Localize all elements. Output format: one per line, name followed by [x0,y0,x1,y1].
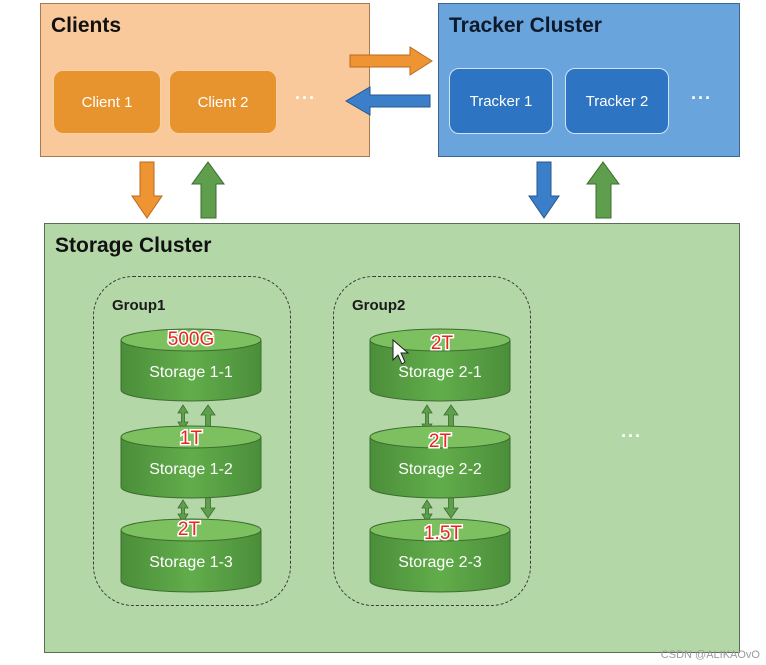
tracker-panel: Tracker Cluster Tracker 1 Tracker 2 ··· [438,3,740,157]
storage-2-2-label: Storage 2-2 [398,461,482,478]
storage-2-1-node[interactable] [369,328,511,402]
clients-title: Clients [51,14,122,37]
storage-1-1-label: Storage 1-1 [149,364,233,381]
storage-1-3-label: Storage 1-3 [149,554,233,571]
arrow-clients-down-storage [131,161,163,219]
storage-more: ··· [621,426,642,446]
client-1-node[interactable]: Client 1 [53,70,161,134]
clients-panel: Clients Client 1 Client 2 ··· [40,3,370,157]
arrow-tracker-to-clients [345,86,431,116]
storage-1-2-label: Storage 1-2 [149,461,233,478]
watermark: CSDN @ALIKAOvO [660,649,760,661]
storage-2-3-label: Storage 2-3 [398,554,482,571]
storage-2-3-node[interactable] [369,518,511,593]
storage-1-3-capacity: 2T [178,519,201,540]
group-1-box: Group1 [93,276,291,606]
storage-title: Storage Cluster [55,234,212,257]
storage-2-1-capacity: 2T [431,333,454,354]
storage-1-2-node[interactable] [120,425,262,499]
storage-1-3-node[interactable] [120,518,262,593]
arrow-tracker-down-storage [528,161,560,219]
storage-1-1-capacity: 500G [168,329,214,350]
tracker-2-node[interactable]: Tracker 2 [565,68,669,134]
storage-2-2-node[interactable] [369,425,511,499]
tracker-more: ··· [691,88,712,108]
client-2-node[interactable]: Client 2 [169,70,277,134]
storage-2-3-capacity: 1.5T [424,523,462,544]
group-1-title: Group1 [112,297,166,314]
tracker-title: Tracker Cluster [449,14,602,37]
clients-more: ··· [295,88,316,108]
group-2-box: Group2 [333,276,531,606]
arrow-storage-up-clients [191,161,225,219]
storage-1-2-capacity: 1T [180,428,203,449]
storage-2-1-label: Storage 2-1 [398,364,482,381]
storage-1-1-node[interactable] [120,328,262,402]
arrow-storage-up-tracker [586,161,620,219]
storage-2-2-capacity: 2T [429,431,452,452]
group-2-title: Group2 [352,297,406,314]
tracker-1-node[interactable]: Tracker 1 [449,68,553,134]
arrow-clients-to-tracker [349,46,433,76]
mouse-cursor-icon [392,338,410,365]
